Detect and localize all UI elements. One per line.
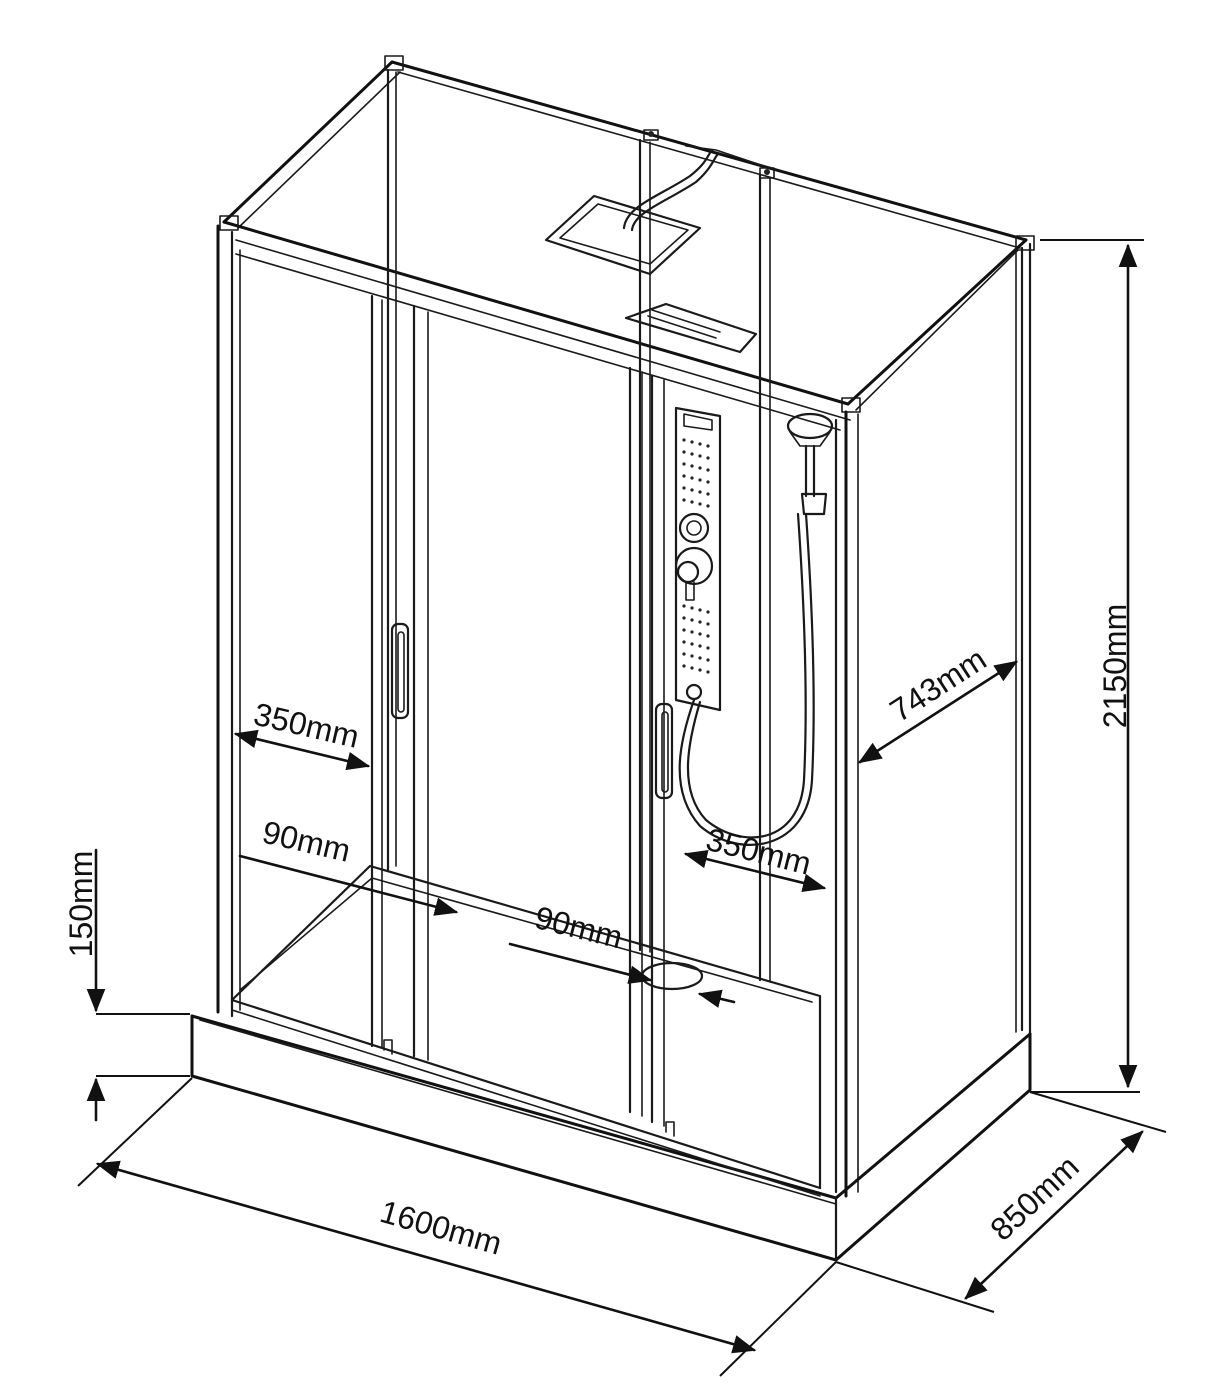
shower-column: [674, 406, 722, 712]
rain-shower-head: [544, 145, 771, 276]
hand-shower: [678, 412, 834, 846]
overlap-center-arrow-left: [508, 942, 653, 984]
jets-upper: [682, 438, 710, 508]
height-label: 2150mm: [1097, 604, 1133, 729]
door-handles: [390, 622, 674, 800]
dim-height: 2150mm: [1030, 239, 1144, 1093]
back-wall: [386, 68, 1024, 1033]
side-panel-arrow: [858, 660, 1018, 764]
dim-side-panel: 743mm: [858, 641, 1018, 764]
front-left-label: 350mm: [250, 696, 362, 755]
dim-front-left: 350mm: [233, 696, 371, 771]
overlap-center-arrow-right: [697, 989, 736, 1008]
dim-overlap-center: 90mm: [508, 899, 736, 1008]
width-arrow: [95, 1160, 757, 1354]
front-right-arrow: [683, 849, 827, 893]
front-frame: [216, 224, 1032, 1198]
overlap-left-arrow: [238, 854, 459, 916]
jets-lower: [682, 604, 710, 674]
dim-tray-height: 150mm: [63, 848, 190, 1122]
top-frame: [219, 55, 1035, 431]
tray-height-label: 150mm: [63, 851, 99, 958]
shelf: [624, 302, 758, 354]
side-panel-label: 743mm: [883, 641, 992, 729]
dim-depth: 850mm: [835, 1091, 1167, 1313]
overlap-center-label: 90mm: [531, 899, 626, 955]
overlap-left-label: 90mm: [259, 814, 354, 869]
dim-overlap-left: 90mm: [238, 814, 459, 916]
width-label: 1600mm: [376, 1193, 506, 1262]
depth-arrow: [964, 1130, 1144, 1300]
front-left-arrow: [233, 729, 371, 771]
